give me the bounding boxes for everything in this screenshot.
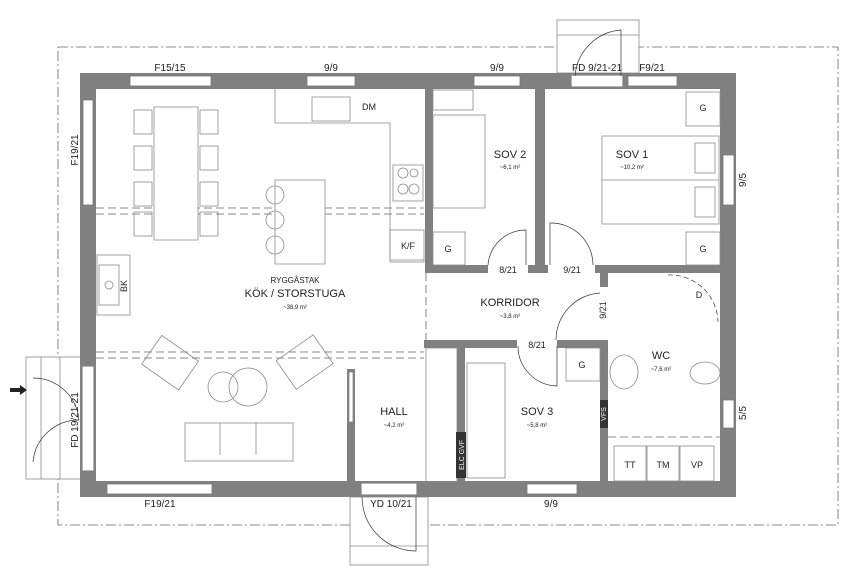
wc-area: ~7,6 m² — [651, 367, 672, 373]
wardrobe-label: G — [699, 244, 706, 254]
kitchen-note: RYGGÅSTAK — [270, 276, 320, 285]
kitchen-counter — [274, 89, 425, 263]
wardrobe-label: G — [444, 244, 451, 254]
washer-label: TM — [657, 460, 670, 470]
electric-panel — [456, 432, 466, 478]
sov1-room-label: SOV 1 — [616, 149, 648, 161]
wardrobes — [425, 91, 721, 483]
door-label: 9/21 — [563, 265, 581, 275]
kitchen-room-label: KÖK / STORSTUGA — [245, 288, 346, 300]
door-label: FD 9/21-21 — [572, 63, 622, 74]
wc-room-label: WC — [652, 350, 670, 362]
door-label: YD 10/21 — [370, 499, 412, 510]
window-label: F15/15 — [154, 63, 186, 74]
door-label: 8/21 — [499, 265, 517, 275]
hall-area: ~4,2 m² — [384, 423, 405, 429]
heat-pump-label: VP — [691, 460, 703, 470]
entrance-arrow-icon — [10, 385, 27, 395]
window-label: F19/21 — [144, 499, 176, 510]
dishwasher-label: DM — [362, 102, 376, 112]
hall-mirror — [348, 371, 354, 423]
sov1-area: ~10,2 m² — [620, 165, 644, 171]
dining-table — [133, 106, 219, 241]
beds — [432, 89, 720, 479]
wardrobe-label: G — [699, 103, 706, 113]
electric-panel-label: ELC GVF — [459, 440, 466, 470]
kitchen-area: ~38,9 m² — [283, 305, 307, 311]
window-label: 5/5 — [738, 406, 749, 420]
ceiling-lines — [96, 207, 720, 438]
korridor-area: ~3,8 m² — [500, 314, 521, 320]
door-label: 9/21 — [598, 301, 608, 319]
exterior-openings — [82, 75, 735, 495]
sov3-room-label: SOV 3 — [521, 406, 553, 418]
fireplace — [96, 254, 131, 316]
window-label: 9/9 — [324, 63, 338, 74]
window-label: F9/21 — [639, 63, 665, 74]
door-swings — [32, 29, 719, 552]
sov2-room-label: SOV 2 — [494, 149, 526, 161]
water-meter — [600, 400, 608, 428]
top-entrance-steps — [556, 19, 640, 74]
window-label: 9/9 — [490, 63, 504, 74]
hall-room-label: HALL — [380, 406, 408, 418]
door-label: FD 19/21-21 — [70, 392, 81, 448]
fridge-label: K/F — [401, 241, 416, 251]
kitchen-island — [265, 179, 326, 265]
window-label: 9/9 — [544, 499, 558, 510]
fireplace-label: BK — [119, 280, 129, 292]
left-entrance-steps — [25, 356, 82, 480]
living-room-furniture — [141, 334, 334, 462]
dryer-label: TT — [625, 460, 636, 470]
shower-label: D — [696, 290, 703, 300]
sov3-area: ~5,8 m² — [527, 423, 548, 429]
water-meter-label: VFS — [601, 407, 608, 421]
window-label: F19/21 — [70, 134, 81, 166]
wardrobe-label: G — [578, 360, 585, 370]
window-label: 9/5 — [738, 173, 749, 187]
korridor-room-label: KORRIDOR — [480, 297, 539, 309]
sov2-area: ~6,1 m² — [500, 165, 521, 171]
bathroom-fixtures — [609, 354, 721, 482]
door-label: 8/21 — [528, 340, 546, 350]
property-outline — [57, 46, 839, 526]
